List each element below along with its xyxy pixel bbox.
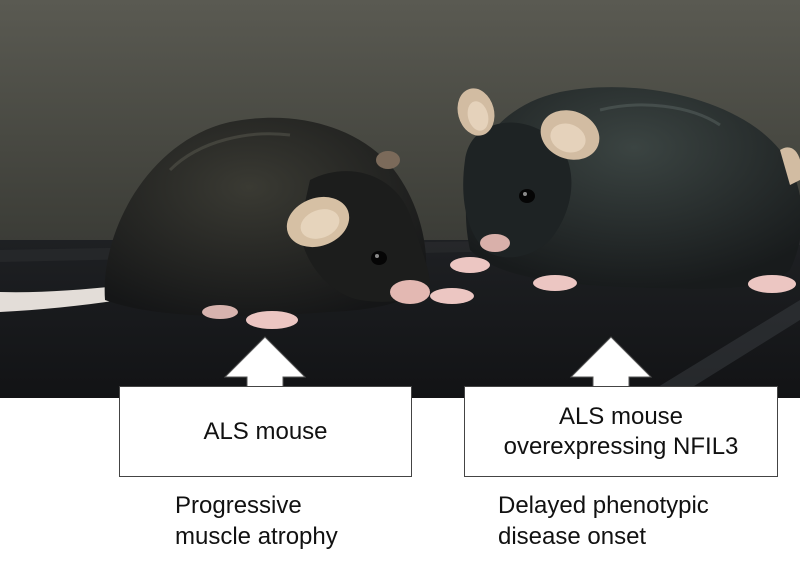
mice-photo [0,0,800,398]
right-mouse-caption: Delayed phenotypic disease onset [498,490,709,552]
mice-photo-illustration [0,0,800,398]
right-caption-line1: Delayed phenotypic [498,492,709,519]
left-mouse-caption: Progressive muscle atrophy [175,490,338,552]
right-up-arrow-icon [569,336,653,389]
right-caption-line2: disease onset [498,523,647,550]
left-caption-line2: muscle atrophy [175,523,338,550]
left-mouse-label: ALS mouse [203,417,328,445]
right-mouse-label-box: ALS mouse overexpressing NFIL3 [464,386,778,477]
left-caption-line1: Progressive [175,492,302,519]
left-mouse-label-box: ALS mouse [119,386,412,477]
right-mouse-label-line1: ALS mouse [558,402,684,430]
right-mouse-label-line2: overexpressing NFIL3 [503,432,739,460]
left-up-arrow-icon [223,336,307,389]
